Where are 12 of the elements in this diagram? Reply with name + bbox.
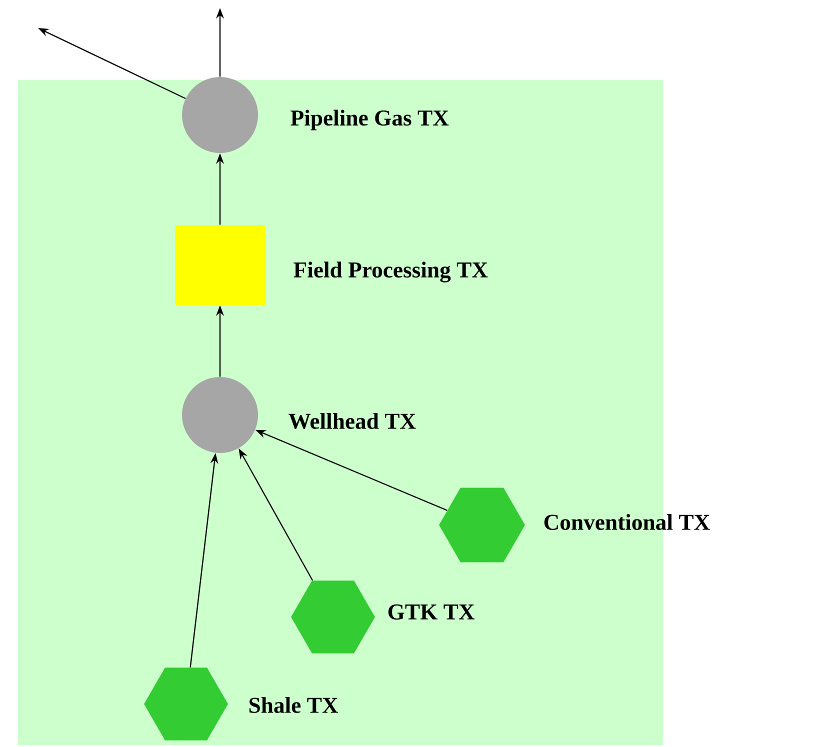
node-label: Wellhead TX xyxy=(288,412,416,430)
hexagon-node xyxy=(439,488,525,562)
hexagon-node xyxy=(144,668,228,740)
node-label: Field Processing TX xyxy=(294,262,488,282)
node-label: Conventional TX xyxy=(544,514,710,530)
hexagon-node xyxy=(291,580,375,654)
node-label: Shale TX xyxy=(249,697,338,713)
circle-node xyxy=(182,377,258,453)
node-label: Pipeline Gas TX xyxy=(290,110,449,130)
node-label: GTK TX xyxy=(388,604,475,620)
circle-node xyxy=(182,77,258,153)
square-node xyxy=(175,225,265,305)
